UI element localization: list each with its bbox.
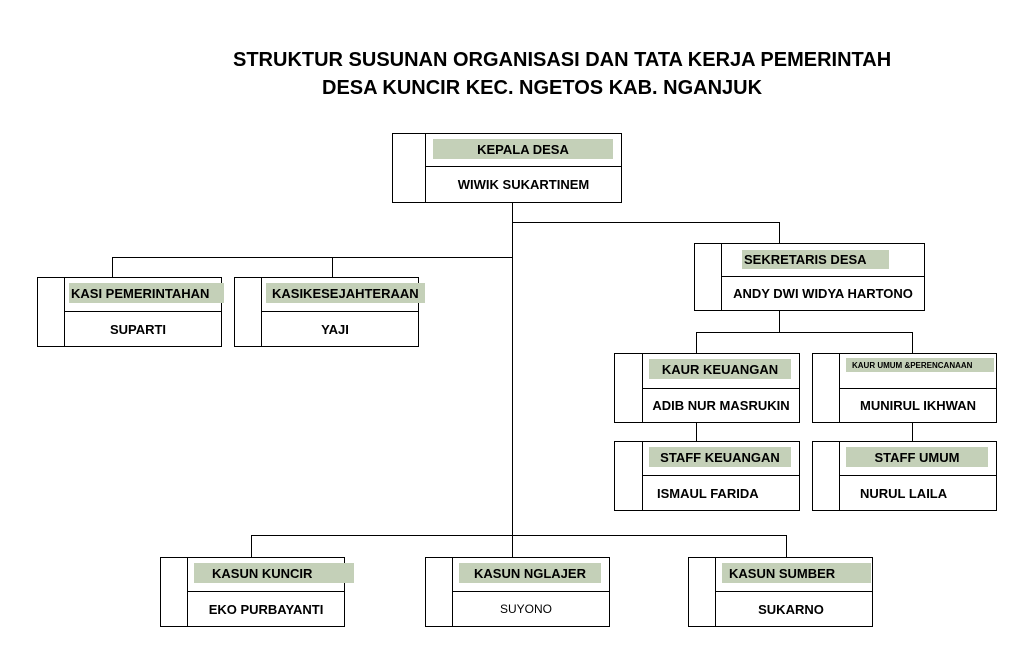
node-kasun-kuncir: KASUN KUNCIR EKO PURBAYANTI [160,557,354,627]
node-sekretaris-desa: SEKRETARIS DESA ANDY DWI WIDYA HARTONO [694,243,925,311]
node-person: YAJI [321,321,349,337]
node-kasi-kesejahteraan: KASIKESEJAHTERAAN YAJI [234,277,425,347]
node-kaur-umum: KAUR UMUM &PERENCANAAN MUNIRUL IKHWAN [812,353,997,423]
node-kepala-desa: KEPALA DESA WIWIK SUKARTINEM [392,133,622,203]
node-person: ANDY DWI WIDYA HARTONO [733,286,913,301]
chart-title-line-1: STRUKTUR SUSUNAN ORGANISASI DAN TATA KER… [233,49,892,71]
node-person: SUYONO [499,602,552,616]
node-role: STAFF UMUM [846,447,988,467]
node-person: ISMAUL FARIDA [657,485,759,501]
node-role: KASUN SUMBER [722,563,871,583]
node-role: KAUR KEUANGAN [649,359,791,379]
node-role: KASUN KUNCIR [194,563,354,583]
node-kaur-keuangan: KAUR KEUANGAN ADIB NUR MASRUKIN [614,353,800,423]
node-kasi-pemerintahan: KASI PEMERINTAHAN SUPARTI [37,277,224,347]
node-role: KASIKESEJAHTERAAN [266,283,425,303]
node-kasun-nglajer: KASUN NGLAJER SUYONO [425,557,610,627]
node-staff-umum: STAFF UMUM NURUL LAILA [812,441,997,511]
node-person: MUNIRUL IKHWAN [859,398,977,413]
node-person: SUKARNO [758,601,824,617]
node-role: KEPALA DESA [433,139,613,159]
node-person: NURUL LAILA [860,485,948,501]
chart-title-line-2: DESA KUNCIR KEC. NGETOS KAB. NGANJUK [322,77,763,99]
node-kasun-sumber: KASUN SUMBER SUKARNO [688,557,873,627]
node-person: ADIB NUR MASRUKIN [652,398,790,413]
node-staff-keuangan: STAFF KEUANGAN ISMAUL FARIDA [614,441,800,511]
node-role: STAFF KEUANGAN [649,447,791,467]
node-person: EKO PURBAYANTI [208,601,324,617]
node-role: KASI PEMERINTAHAN [69,283,224,303]
node-role: SEKRETARIS DESA [742,250,889,269]
node-person: WIWIK SUKARTINEM [457,177,590,192]
node-person: SUPARTI [109,321,167,337]
node-role: KAUR UMUM &PERENCANAAN [846,358,994,372]
node-role: KASUN NGLAJER [459,563,601,583]
